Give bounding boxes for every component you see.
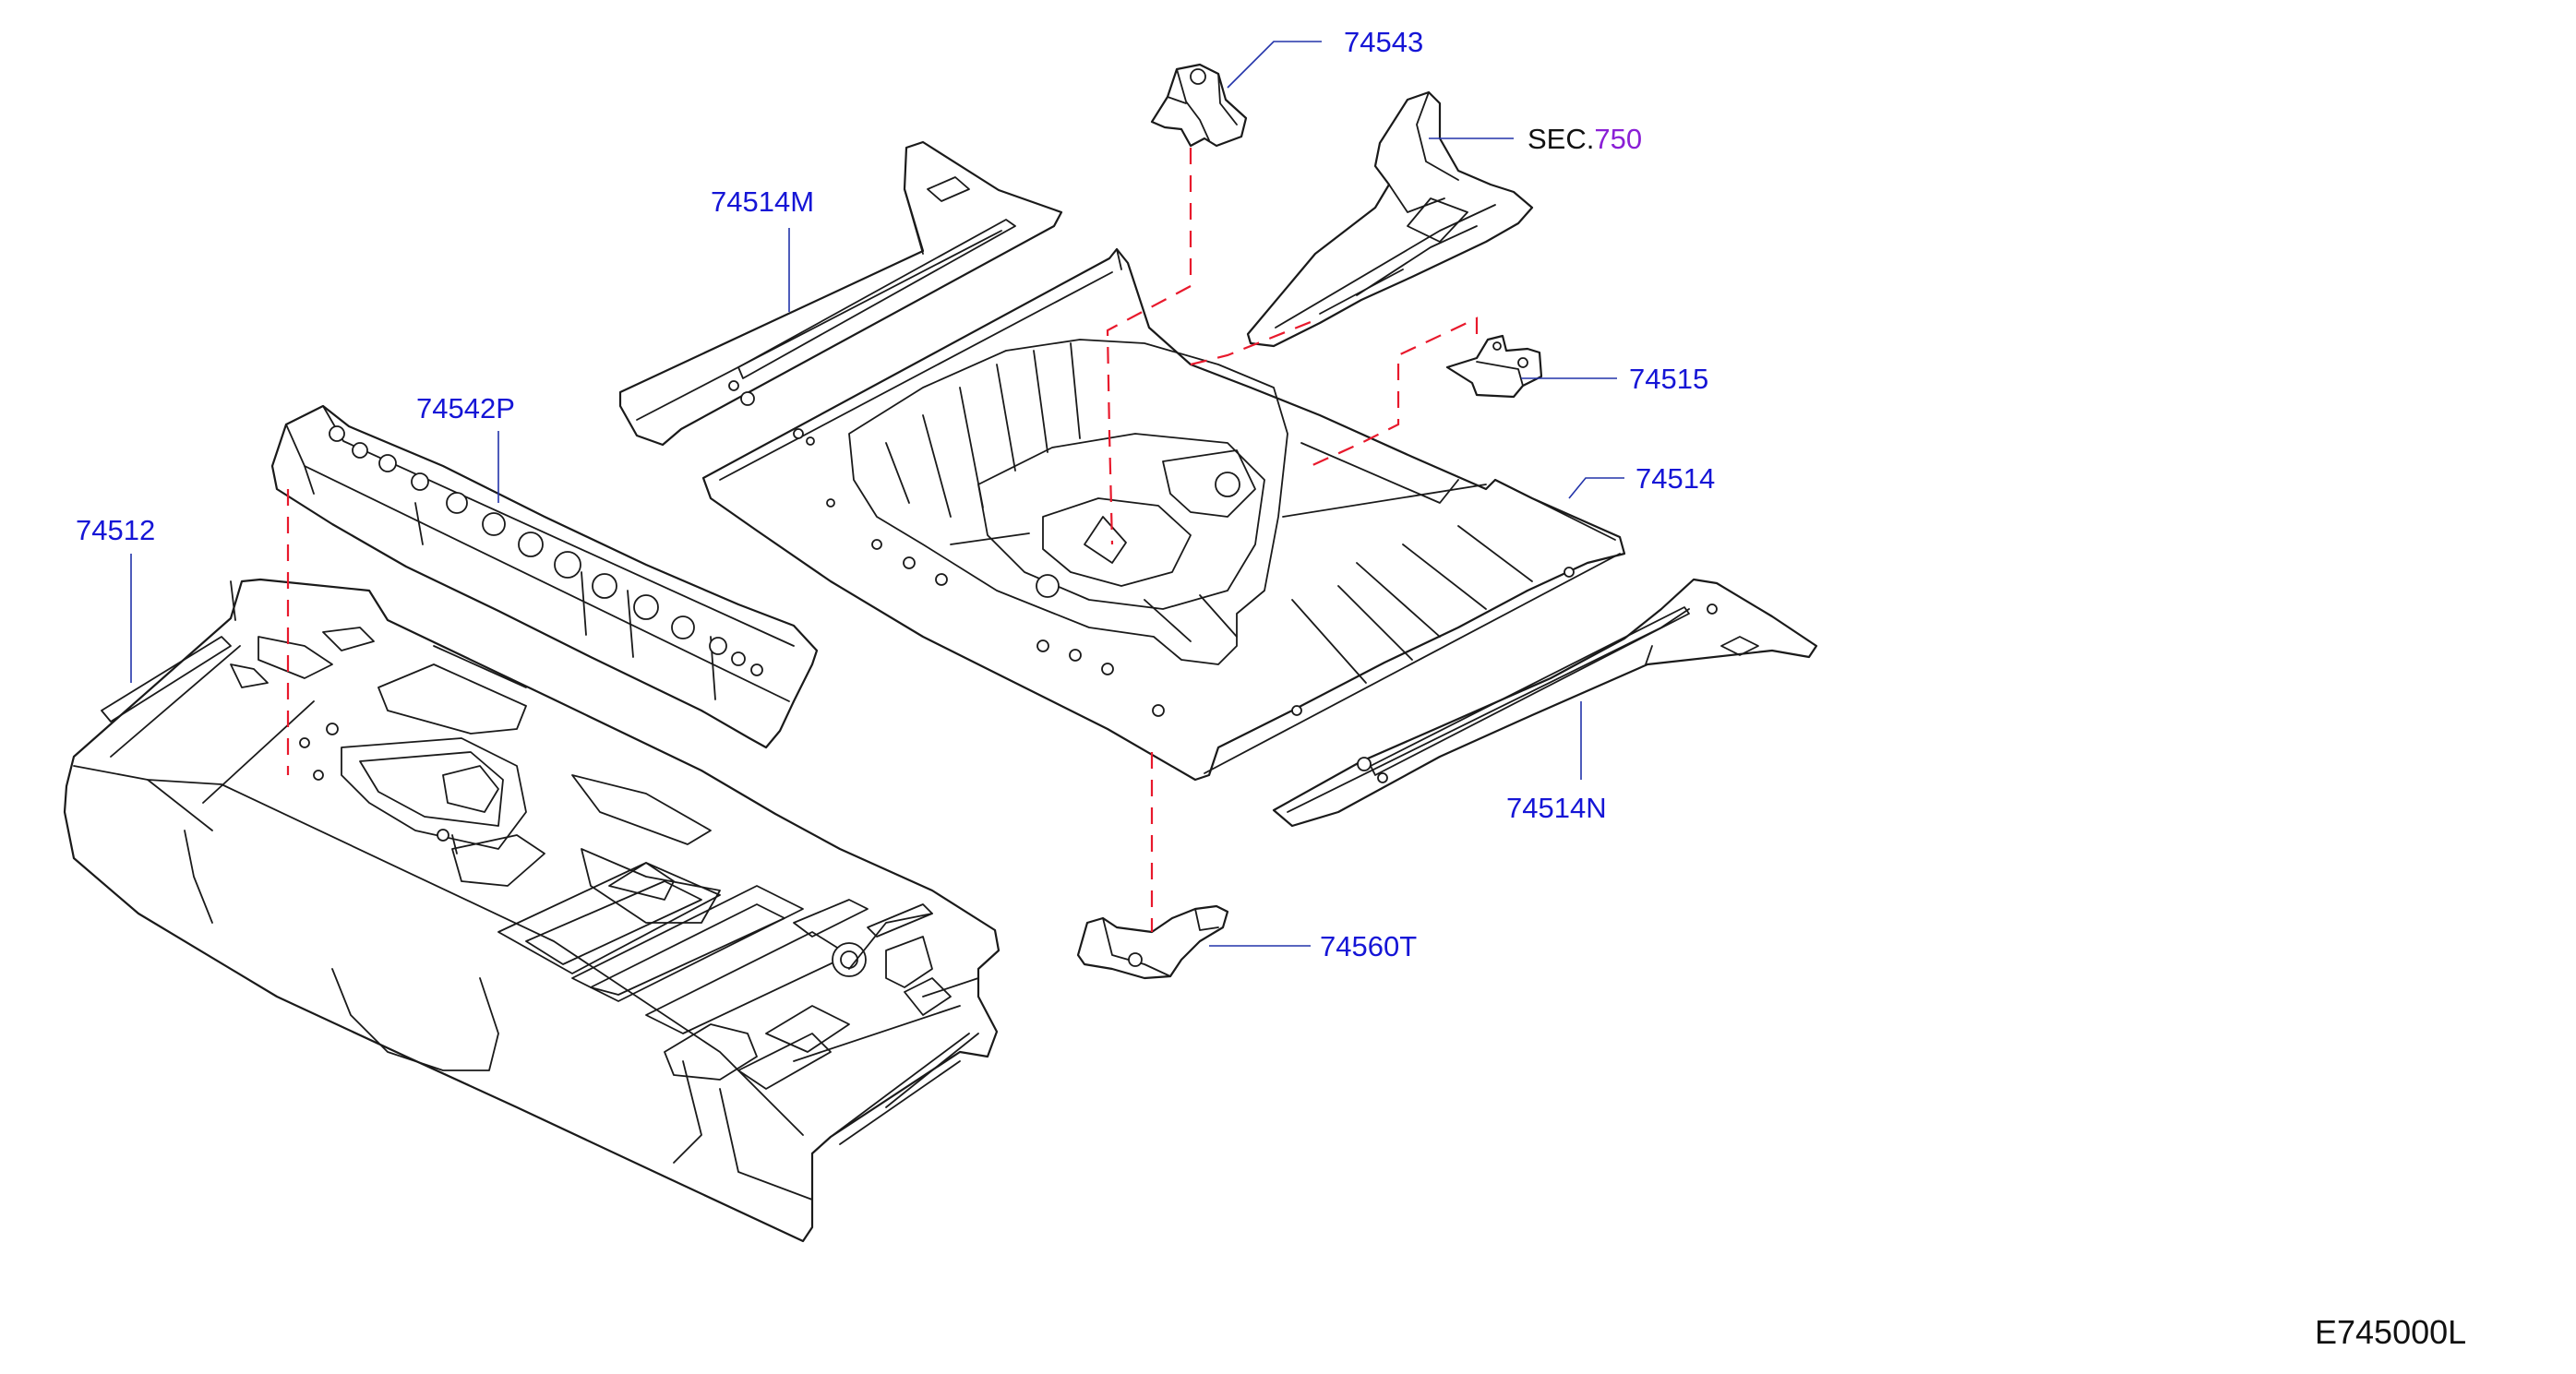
part-sec-750 [1246, 90, 1534, 348]
figure-code: E745000L [2315, 1313, 2466, 1351]
callout-74543: 74543 [1344, 26, 1423, 58]
callout-74542P: 74542P [416, 392, 515, 424]
callout-sec-750: SEC.750 [1528, 123, 1642, 155]
part-74515 [1445, 334, 1543, 399]
part-74560T [1076, 904, 1229, 980]
callout-74514: 74514 [1635, 462, 1715, 495]
part-74514M [618, 140, 1063, 447]
part-74514N [1272, 578, 1818, 828]
part-74543 [1150, 63, 1248, 148]
part-74542P [270, 404, 819, 749]
callout-74514N: 74514N [1506, 792, 1607, 824]
assembly-dash-lines [286, 148, 1479, 932]
callout-74514M: 74514M [711, 185, 814, 218]
section-prefix: SEC. [1528, 123, 1594, 155]
callout-74515: 74515 [1629, 363, 1708, 395]
leader-lines [130, 41, 1624, 947]
section-number: 750 [1594, 123, 1642, 155]
callout-74560T: 74560T [1320, 930, 1417, 962]
part-74514 [701, 247, 1626, 782]
callout-74512: 74512 [76, 514, 155, 546]
callout-labels: 74543 SEC.750 74514M 74515 74542P 74514 … [76, 26, 2466, 1351]
part-74512 [63, 578, 1000, 1243]
